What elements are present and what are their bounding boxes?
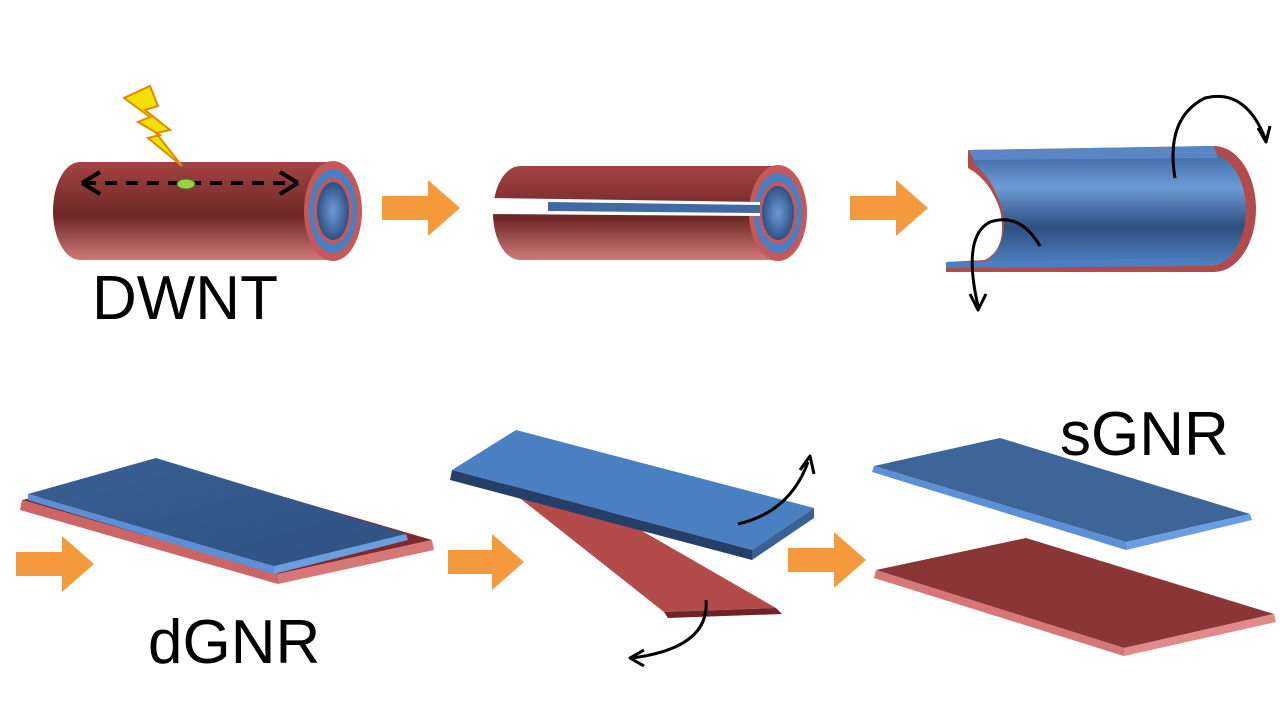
slit-tube: [490, 165, 807, 261]
process-arrow-icon: [382, 180, 460, 236]
opening-tube: [946, 146, 1256, 272]
process-arrow-icon: [788, 532, 866, 588]
rotation-arrow-icon: [968, 218, 1042, 312]
dashed-double-arrow-icon: [80, 170, 300, 196]
sgnr-red-plate: [874, 538, 1276, 656]
rotation-arrow-icon: [737, 454, 816, 526]
sgnr-blue-plate: [872, 438, 1252, 550]
rotation-arrow-icon: [1171, 94, 1272, 179]
peeling-plates: [450, 430, 814, 618]
process-arrow-icon: [850, 180, 928, 236]
lightning-icon: [122, 84, 183, 167]
sgnr-label: sGNR: [1060, 400, 1229, 469]
dwnt-label: DWNT: [92, 264, 278, 333]
dwnt-tube: [53, 161, 362, 261]
process-arrow-icon: [448, 534, 524, 590]
dgnr-bilayer: [20, 458, 434, 584]
process-arrow-icon: [16, 536, 94, 592]
dgnr-label: dGNR: [148, 608, 321, 677]
defect-spot: [176, 178, 196, 190]
rotation-arrow-icon: [628, 599, 708, 668]
